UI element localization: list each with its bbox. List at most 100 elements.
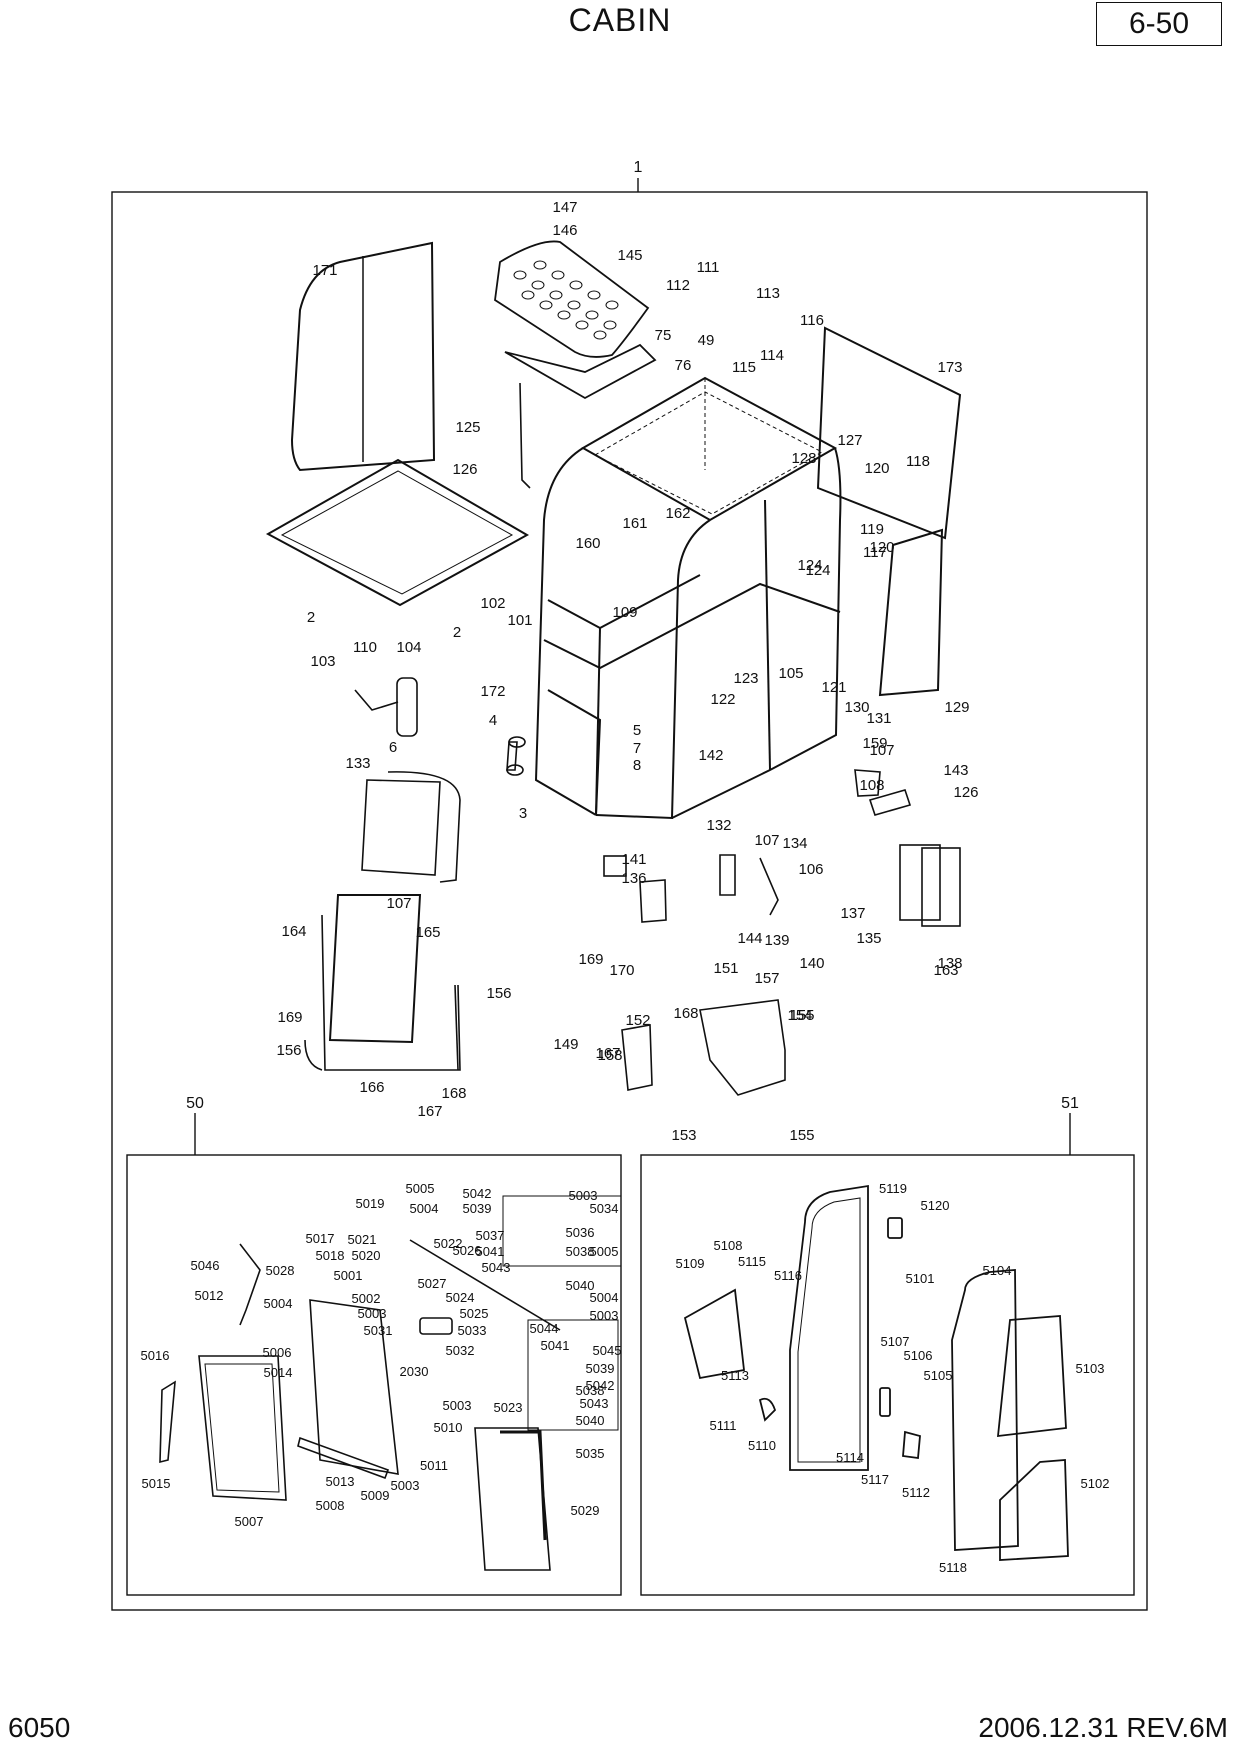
callout-door-left-5029: 5029 bbox=[571, 1503, 600, 1518]
callout-door-left-5040: 5040 bbox=[576, 1413, 605, 1428]
callout-door-left-5028: 5028 bbox=[266, 1263, 295, 1278]
cabin-frame-drawing bbox=[534, 376, 842, 820]
door-right-outer bbox=[789, 1184, 869, 1471]
callout-door-right-5110: 5110 bbox=[748, 1438, 776, 1453]
callout-main-2: 2 bbox=[307, 609, 315, 626]
callout-main-122: 122 bbox=[710, 691, 735, 708]
page-reference-box: 6-50 bbox=[1096, 2, 1222, 46]
door-right-drawing bbox=[683, 1184, 1069, 1561]
callout-main-169: 169 bbox=[277, 1009, 302, 1026]
callout-main-140: 140 bbox=[799, 955, 824, 972]
front-lower-glass bbox=[328, 894, 422, 1044]
callout-door-left-5003: 5003 bbox=[391, 1478, 420, 1493]
main-assembly-frame bbox=[111, 191, 1148, 1611]
mirror bbox=[396, 677, 418, 737]
callout-door-left-5046: 5046 bbox=[191, 1258, 220, 1273]
callout-main-167: 167 bbox=[417, 1103, 442, 1120]
callout-assembly-door-right: 51 bbox=[1061, 1095, 1079, 1112]
callout-door-left-5004: 5004 bbox=[264, 1296, 293, 1311]
callout-door-left-5007: 5007 bbox=[235, 1514, 264, 1529]
callout-assembly-door-left: 50 bbox=[186, 1095, 204, 1112]
callout-door-left-5006: 5006 bbox=[263, 1345, 292, 1360]
callout-main-6: 6 bbox=[389, 739, 397, 756]
callout-main-130: 130 bbox=[844, 699, 869, 716]
callout-door-left-5031: 5031 bbox=[364, 1323, 393, 1338]
callout-door-right-5107: 5107 bbox=[881, 1334, 910, 1349]
callout-main-107: 107 bbox=[869, 742, 894, 759]
callout-main-118: 118 bbox=[906, 453, 930, 470]
callout-main-108: 108 bbox=[859, 777, 884, 794]
callout-main-114: 114 bbox=[760, 347, 784, 364]
callout-main-124: 124 bbox=[797, 557, 822, 574]
callout-main-129: 129 bbox=[944, 699, 969, 716]
callout-main-135: 135 bbox=[856, 930, 881, 947]
callout-main-169: 169 bbox=[578, 951, 603, 968]
callout-main-8: 8 bbox=[633, 757, 641, 774]
callout-main-166: 166 bbox=[359, 1079, 384, 1096]
revision-date: 2006.12.31 REV.6M bbox=[978, 1712, 1228, 1743]
callout-door-left-5032: 5032 bbox=[446, 1343, 475, 1358]
callout-main-2: 2 bbox=[453, 624, 461, 641]
callout-door-left-5004: 5004 bbox=[590, 1290, 619, 1305]
misc-parts bbox=[304, 382, 961, 1096]
callout-door-right-5111: 5111 bbox=[710, 1418, 737, 1433]
callout-main-159: 159 bbox=[862, 735, 887, 752]
callout-main-137: 137 bbox=[840, 905, 865, 922]
callout-main-119: 119 bbox=[860, 521, 884, 538]
callout-main-156: 156 bbox=[276, 1042, 301, 1059]
callout-door-left-5019: 5019 bbox=[356, 1196, 385, 1211]
callout-main-168: 168 bbox=[441, 1085, 466, 1102]
callout-door-left-5033: 5033 bbox=[458, 1323, 487, 1338]
door-right-frame bbox=[640, 1154, 1135, 1596]
callout-door-left-5003: 5003 bbox=[590, 1308, 619, 1323]
duct bbox=[621, 1024, 653, 1091]
callout-main-76: 76 bbox=[675, 357, 692, 374]
callout-main-128: 128 bbox=[791, 450, 816, 467]
callout-door-left-5042: 5042 bbox=[463, 1186, 492, 1201]
floor-frame bbox=[265, 458, 530, 607]
callout-door-right-5112: 5112 bbox=[902, 1485, 930, 1500]
callout-door-left-2030: 2030 bbox=[400, 1364, 429, 1379]
callout-door-right-5109: 5109 bbox=[676, 1256, 705, 1271]
callout-main-171: 171 bbox=[312, 262, 337, 279]
callout-door-left-5014: 5014 bbox=[264, 1365, 293, 1380]
callout-main-112: 112 bbox=[666, 277, 690, 294]
door-left-strip bbox=[159, 1380, 176, 1464]
callout-main-155: 155 bbox=[789, 1127, 814, 1144]
callout-main-165: 165 bbox=[415, 924, 440, 941]
mount bbox=[506, 741, 518, 771]
callout-main-107: 107 bbox=[386, 895, 411, 912]
callout-door-left-5012: 5012 bbox=[195, 1288, 224, 1303]
callout-main-103: 103 bbox=[310, 653, 335, 670]
callout-door-left-5022: 5022 bbox=[434, 1236, 463, 1251]
callout-door-left-5039: 5039 bbox=[586, 1361, 615, 1376]
callout-door-left-5036: 5036 bbox=[566, 1225, 595, 1240]
callout-assembly-main: 1 bbox=[634, 159, 643, 176]
tank bbox=[639, 879, 667, 923]
door-right-cover bbox=[683, 1288, 745, 1380]
callout-door-left-5038: 5038 bbox=[566, 1244, 595, 1259]
callout-main-127: 127 bbox=[837, 432, 862, 449]
callout-main-145: 145 bbox=[617, 247, 642, 264]
callout-main-106: 106 bbox=[798, 861, 823, 878]
callout-door-right-5106: 5106 bbox=[904, 1348, 933, 1363]
callout-main-132: 132 bbox=[706, 817, 731, 834]
callout-main-138: 138 bbox=[937, 955, 962, 972]
callout-main-105: 105 bbox=[778, 665, 803, 682]
door-right-upper-glass bbox=[996, 1315, 1067, 1438]
callout-door-left-5027: 5027 bbox=[418, 1276, 447, 1291]
callout-main-142: 142 bbox=[698, 747, 723, 764]
callout-door-right-5105: 5105 bbox=[924, 1368, 953, 1383]
callout-main-134: 134 bbox=[782, 835, 807, 852]
callout-door-left-5040: 5040 bbox=[566, 1278, 595, 1293]
callout-main-123: 123 bbox=[733, 670, 758, 687]
door-left-glass bbox=[198, 1355, 287, 1501]
callout-door-left-5045: 5045 bbox=[593, 1343, 622, 1358]
callout-door-left-5035: 5035 bbox=[576, 1446, 605, 1461]
callout-door-right-5114: 5114 bbox=[836, 1450, 864, 1465]
callout-door-right-5101: 5101 bbox=[906, 1271, 935, 1286]
callout-main-167: 167 bbox=[595, 1045, 620, 1062]
callout-door-right-5102: 5102 bbox=[1081, 1476, 1110, 1491]
callout-door-right-5108: 5108 bbox=[714, 1238, 743, 1253]
